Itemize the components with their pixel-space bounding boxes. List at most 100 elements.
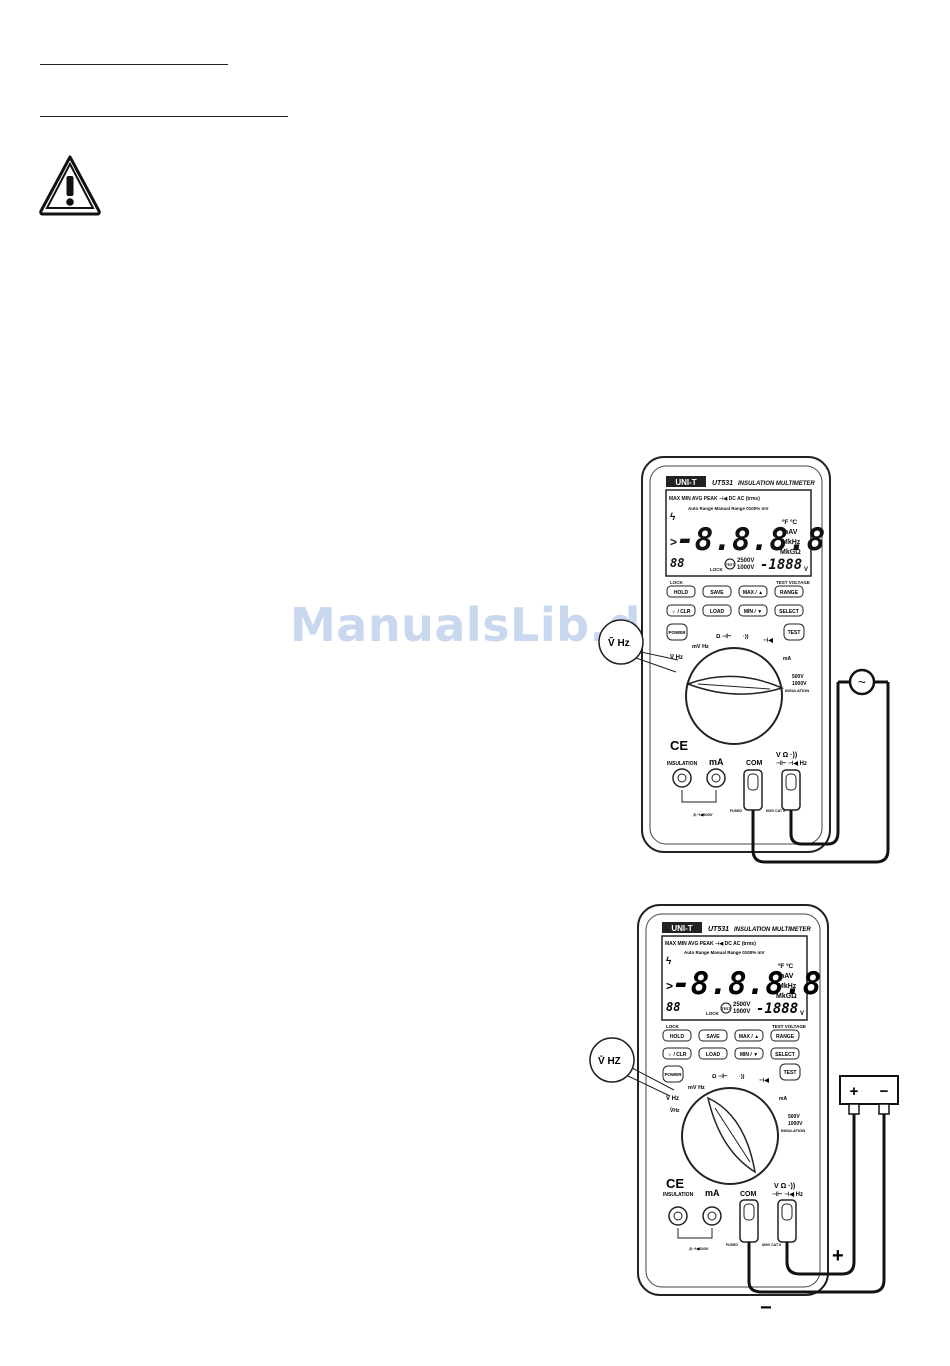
svg-text:V: V bbox=[800, 1011, 804, 1017]
battery-icon bbox=[839, 1075, 899, 1105]
svg-text:mV Hz: mV Hz bbox=[692, 644, 709, 650]
svg-text:~: ~ bbox=[858, 674, 866, 690]
svg-text:⊣◀: ⊣◀ bbox=[759, 1077, 769, 1084]
svg-text:mA: mA bbox=[783, 656, 791, 662]
svg-text:·)): ·)) bbox=[739, 1074, 745, 1080]
svg-text:MIN / ▼: MIN / ▼ bbox=[740, 1052, 758, 1058]
svg-text:ϟ: ϟ bbox=[670, 512, 676, 523]
rotary-dial bbox=[685, 647, 783, 745]
model-label: UT531 bbox=[712, 480, 733, 487]
svg-text:POWER: POWER bbox=[664, 1072, 682, 1077]
svg-text:FUSED: FUSED bbox=[730, 809, 742, 813]
lcd-main-digits: -8.8.8.8 bbox=[676, 522, 825, 558]
svg-text:Auto Range Manual Range 010: Auto Range Manual Range 0100% mV bbox=[684, 950, 765, 955]
svg-text:MAX / ▲: MAX / ▲ bbox=[739, 1034, 759, 1040]
ac-source-icon bbox=[848, 668, 876, 696]
svg-text:ºF ºC: ºF ºC bbox=[778, 963, 794, 970]
lcd-display bbox=[665, 489, 812, 577]
svg-text:INSULATION: INSULATION bbox=[781, 1128, 805, 1133]
svg-text:-1888: -1888 bbox=[756, 1001, 798, 1017]
lcd-indicators: MAX MIN AVG PEAK ⊣◀ DC AC (trms) bbox=[665, 941, 756, 947]
svg-text:HOLD: HOLD bbox=[674, 590, 689, 596]
svg-text:TEST VOLTAGE: TEST VOLTAGE bbox=[772, 1024, 806, 1029]
svg-text:-1888: -1888 bbox=[760, 557, 802, 573]
svg-text:Ω ⊣⊢: Ω ⊣⊢ bbox=[712, 1072, 728, 1080]
svg-text:mA: mA bbox=[779, 1096, 787, 1102]
multimeter-ac-diagram: UNI-T UT531 INSULATION MULTIMETER MAX MI… bbox=[598, 456, 890, 864]
svg-text:LOCK: LOCK bbox=[666, 1024, 679, 1029]
ac-source-circuit: ~ bbox=[751, 668, 890, 864]
svg-text:mAV: mAV bbox=[778, 973, 794, 980]
svg-text:FUSED: FUSED bbox=[726, 1243, 738, 1247]
svg-text:88: 88 bbox=[666, 1000, 680, 1014]
svg-text:V̄ Hz: V̄ Hz bbox=[666, 1095, 679, 1102]
svg-text:2500V: 2500V bbox=[733, 1002, 750, 1008]
svg-text:SELECT: SELECT bbox=[779, 609, 799, 615]
svg-text:UT531: UT531 bbox=[708, 926, 729, 933]
svg-text:TEST: TEST bbox=[784, 1070, 797, 1076]
lcd-mode-line: Auto Range Manual Range 0100% mV bbox=[688, 506, 769, 511]
svg-text:600V CAT II: 600V CAT II bbox=[766, 809, 785, 813]
svg-text:⚠⊣◀600V: ⚠⊣◀600V bbox=[689, 1246, 709, 1251]
svg-text:mV Hz: mV Hz bbox=[688, 1085, 705, 1091]
svg-text:UNI-T: UNI-T bbox=[671, 924, 692, 933]
button-row-1: HOLD SAVE MAX / ▲ RANGE bbox=[666, 585, 804, 598]
svg-text:☼ / CLR: ☼ / CLR bbox=[667, 1052, 686, 1058]
svg-text:+: + bbox=[850, 1083, 859, 1100]
svg-text:>: > bbox=[666, 979, 673, 993]
svg-text:SAVE: SAVE bbox=[706, 1034, 720, 1040]
svg-text:LOCK: LOCK bbox=[710, 567, 723, 572]
svg-text:V̄ Hz: V̄ Hz bbox=[670, 654, 683, 661]
button-row-1: HOLD SAVE MAX / ▲ RANGE bbox=[662, 1029, 800, 1042]
button-row-2: ☼ / CLR LOAD MIN / ▼ SELECT bbox=[662, 1047, 800, 1060]
svg-text:88: 88 bbox=[670, 556, 684, 570]
heading-underline-2 bbox=[40, 116, 288, 117]
svg-text:INSULATION: INSULATION bbox=[785, 688, 809, 693]
svg-text:LOAD: LOAD bbox=[710, 609, 725, 615]
svg-text:RANGE: RANGE bbox=[780, 590, 799, 596]
svg-text:mA: mA bbox=[705, 1188, 720, 1198]
svg-text:INSULATION: INSULATION bbox=[667, 761, 698, 767]
warning-triangle-icon bbox=[39, 155, 101, 216]
svg-text:TEST: TEST bbox=[788, 630, 801, 636]
svg-text:MkGΩ: MkGΩ bbox=[780, 549, 801, 556]
svg-text:1000V: 1000V bbox=[788, 1121, 803, 1127]
svg-text:TEST: TEST bbox=[726, 563, 736, 567]
multimeter-dc-diagram: UNI-T UT531 INSULATION MULTIMETER MAX MI… bbox=[589, 904, 899, 1319]
svg-text:Ω ⊣⊢: Ω ⊣⊢ bbox=[716, 632, 732, 640]
svg-text:COM: COM bbox=[740, 1191, 757, 1198]
svg-text:LOCK: LOCK bbox=[706, 1011, 719, 1016]
svg-text:SAVE: SAVE bbox=[710, 590, 724, 596]
button-row-2: ☼ / CLR LOAD MIN / ▼ SELECT bbox=[666, 604, 804, 617]
svg-text:>: > bbox=[670, 535, 677, 549]
svg-text:1000V: 1000V bbox=[737, 565, 754, 571]
svg-text:MkHz: MkHz bbox=[778, 983, 797, 990]
svg-text:·)): ·)) bbox=[743, 634, 749, 640]
svg-text:MAX / ▲: MAX / ▲ bbox=[743, 590, 763, 596]
svg-text:1000V: 1000V bbox=[733, 1009, 750, 1015]
svg-text:SELECT: SELECT bbox=[775, 1052, 795, 1058]
svg-text:V: V bbox=[804, 567, 808, 573]
svg-text:MkHz: MkHz bbox=[782, 539, 801, 546]
dc-battery-circuit: + − + − bbox=[747, 1075, 899, 1319]
ce-mark: CE bbox=[670, 738, 688, 753]
lead-plus-label: + bbox=[832, 1245, 844, 1267]
svg-text:COM: COM bbox=[746, 760, 763, 767]
svg-text:500V: 500V bbox=[792, 674, 804, 680]
lcd-indicators: MAX MIN AVG PEAK ⊣◀ DC AC (trms) bbox=[669, 496, 760, 502]
svg-text:⊣⊢ ⊣◀ Hz: ⊣⊢ ⊣◀ Hz bbox=[776, 759, 807, 767]
svg-text:RANGE: RANGE bbox=[776, 1034, 795, 1040]
svg-text:⊣⊢ ⊣◀ Hz: ⊣⊢ ⊣◀ Hz bbox=[772, 1190, 803, 1198]
svg-text:ϟ: ϟ bbox=[666, 956, 672, 967]
svg-text:2500V: 2500V bbox=[737, 558, 754, 564]
svg-text:V̄Hz: V̄Hz bbox=[670, 1107, 680, 1114]
svg-text:HOLD: HOLD bbox=[670, 1034, 685, 1040]
svg-text:V̄ HZ: V̄ HZ bbox=[598, 1055, 621, 1067]
svg-text:V Ω ·)): V Ω ·)) bbox=[774, 1183, 795, 1190]
svg-text:⚠⊣◀600V: ⚠⊣◀600V bbox=[693, 812, 713, 817]
lead-minus-label: − bbox=[760, 1297, 772, 1319]
svg-text:INSULATION: INSULATION bbox=[663, 1192, 694, 1198]
svg-text:MIN / ▼: MIN / ▼ bbox=[744, 609, 762, 615]
dial-callout bbox=[589, 1037, 635, 1083]
lcd-display bbox=[661, 935, 808, 1021]
